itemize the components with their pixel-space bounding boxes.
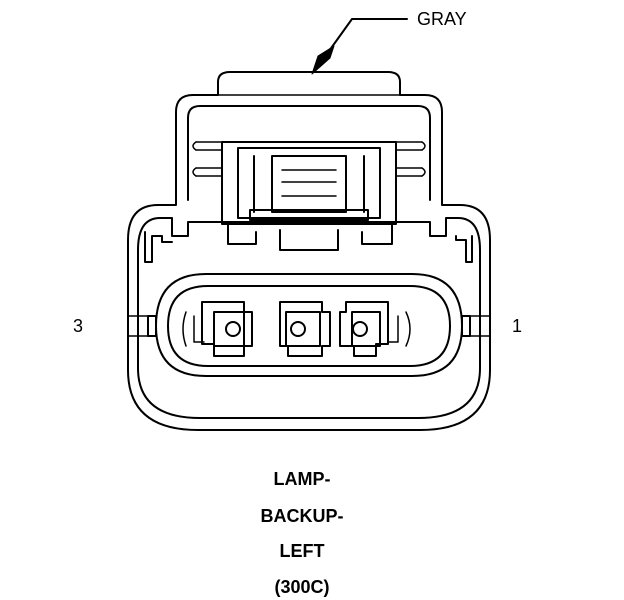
caption-line-2: BACKUP- (260, 506, 344, 526)
terminal-cavity-2 (279, 301, 331, 357)
pin-cavity-face (127, 273, 491, 377)
caption-line-1: LAMP- (273, 469, 331, 489)
caption-line-4: (300C) (274, 577, 330, 597)
connector-color-label: GRAY (417, 9, 467, 29)
terminal-cavity-1 (339, 301, 411, 357)
connector-housing (127, 71, 491, 431)
locking-latch (192, 141, 426, 251)
pin-number-right: 1 (512, 316, 523, 336)
pin-number-left: 3 (73, 316, 84, 336)
terminal-cavity-3 (182, 301, 253, 357)
caption-line-3: LEFT (279, 541, 325, 561)
color-leader-arrow (311, 18, 408, 75)
